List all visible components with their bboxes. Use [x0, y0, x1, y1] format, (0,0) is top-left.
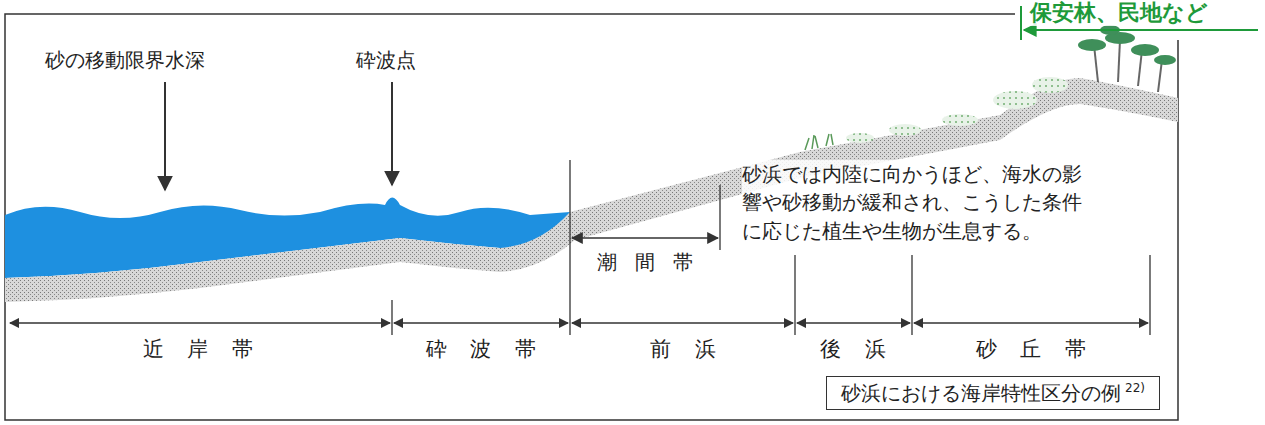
caption-text: 砂浜における海岸特性区分の例 [841, 381, 1121, 405]
note-text: 砂浜では内陸に向かうほど、海水の影響や砂移動が緩和され、こうした条件に応じた植生… [742, 160, 1087, 245]
zone-label: 前浜 [627, 337, 738, 362]
caption-box: 砂浜における海岸特性区分の例 22) [826, 376, 1160, 410]
vegetation [805, 25, 1176, 150]
pointer-arrow [164, 82, 166, 190]
zone-label: 砂丘帯 [953, 337, 1108, 362]
zone-label: 潮間帯 [579, 250, 711, 274]
callout-label: 砂の移動限界水深 [45, 48, 205, 72]
pointer-arrow [391, 82, 393, 185]
divider [569, 160, 570, 335]
zone-label: 後浜 [797, 337, 908, 362]
divider [719, 185, 720, 250]
frame [5, 14, 1178, 420]
boundary-bar [1020, 6, 1022, 40]
sand-layer [5, 78, 1178, 302]
callout-label: 砕波点 [356, 48, 416, 72]
area-label: 保安林、民地など [1030, 0, 1208, 26]
reference-number: 22) [1125, 381, 1145, 395]
span-arrow [572, 237, 718, 239]
zone-label: 砕波帯 [403, 337, 558, 362]
extent-arrow [1024, 29, 1258, 31]
zone-label: 近岸帯 [120, 337, 275, 362]
